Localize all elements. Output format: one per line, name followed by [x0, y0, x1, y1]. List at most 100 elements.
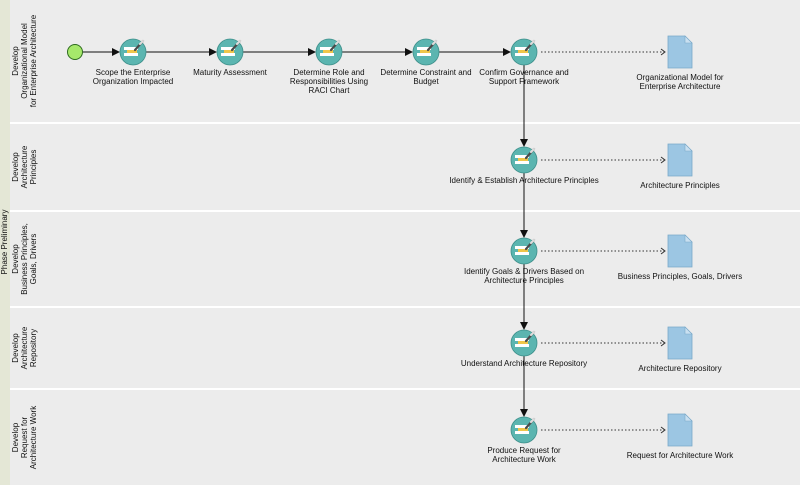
document-fold [684, 413, 693, 422]
lane-label: DevelopOrganizational Modelfor Enterpris… [11, 14, 38, 107]
association-arrow-icon [660, 156, 666, 164]
task-highlight [518, 50, 528, 53]
document-d5[interactable]: Request for Architecture Work [627, 413, 735, 460]
document-fold [684, 326, 693, 335]
task-stripe [515, 161, 529, 164]
task-label-line: Understand Architecture Repository [461, 359, 587, 368]
document-d2[interactable]: Architecture Principles [640, 143, 720, 190]
pencil-tip [529, 147, 536, 154]
task-label-line: Organization Impacted [93, 77, 174, 86]
document-label: Architecture Principles [640, 181, 720, 190]
task-highlight [518, 249, 528, 252]
task-label-line: Maturity Assessment [193, 68, 268, 77]
task-t2[interactable]: Maturity Assessment [193, 38, 268, 77]
task-label-line: Determine Role and [293, 68, 364, 77]
task-label-line: Architecture Work [492, 455, 556, 464]
association-arrow-icon [660, 339, 666, 347]
lane-label-line: Develop [11, 333, 20, 363]
document-icon [667, 35, 693, 69]
task-highlight [127, 50, 137, 53]
lane-label-line: Architecture [20, 326, 29, 369]
document-page [667, 234, 693, 268]
lane-label-line: Principles [29, 150, 38, 185]
document-label: Business Principles, Goals, Drivers [618, 272, 742, 281]
pool-label: Phase Preliminary [0, 210, 9, 275]
document-d3[interactable]: Business Principles, Goals, Drivers [618, 234, 742, 281]
document-d4[interactable]: Architecture Repository [638, 326, 722, 373]
task-label: Identify & Establish Architecture Princi… [449, 176, 598, 185]
task-label-line: Produce Request for [487, 446, 561, 455]
task-stripe [515, 53, 529, 56]
task-stripe [515, 338, 529, 341]
task-label: Understand Architecture Repository [461, 359, 587, 368]
association-arrow-icon [660, 247, 666, 255]
lane-label-line: Request for [20, 416, 29, 458]
lane-label-line: Architecture [20, 145, 29, 188]
task-stripe [221, 53, 235, 56]
document-label-line: Business Principles, Goals, Drivers [618, 272, 742, 281]
document-label-line: Architecture Principles [640, 181, 720, 190]
task-stripe [515, 246, 529, 249]
task-highlight [323, 50, 333, 53]
document-label: Architecture Repository [638, 364, 721, 373]
pencil-tip [529, 39, 536, 46]
document-icon [667, 143, 693, 177]
pencil-icon [510, 329, 538, 357]
document-page [667, 35, 693, 69]
lane-label-line: Develop [11, 244, 20, 274]
task-stripe [515, 344, 529, 347]
pencil-tip [334, 39, 341, 46]
lane-label-line: Develop [11, 46, 20, 76]
task-stripe [515, 252, 529, 255]
pencil-tip [138, 39, 145, 46]
task-stripe [417, 53, 431, 56]
task-label-line: Support Framework [489, 77, 560, 86]
lane-label: DevelopArchitectureRepository [11, 326, 38, 369]
task-stripe [515, 431, 529, 434]
document-icon [667, 326, 693, 360]
start-event-icon [67, 44, 83, 60]
document-page [667, 326, 693, 360]
task-label-line: Architecture Principles [484, 276, 564, 285]
task-t6[interactable]: Identify & Establish Architecture Princi… [449, 146, 599, 185]
pool-band [0, 0, 10, 485]
lane-label-line: Develop [11, 422, 20, 452]
pencil-icon [510, 416, 538, 444]
task-t8[interactable]: Understand Architecture Repository [461, 329, 587, 368]
task-label-line: Confirm Governance and [479, 68, 568, 77]
document-label-line: Enterprise Architecture [640, 82, 721, 91]
document-fold [684, 143, 693, 152]
pool: Phase Preliminary [0, 0, 10, 485]
document-fold [684, 234, 693, 243]
document-icon [667, 413, 693, 447]
document-fold [684, 35, 693, 44]
association-arrow-icon [660, 426, 666, 434]
task-stripe [320, 53, 334, 56]
start-event[interactable] [67, 44, 83, 60]
task-label-line: Scope the Enterprise [96, 68, 171, 77]
task-highlight [518, 158, 528, 161]
task-stripe [221, 47, 235, 50]
lane-label-line: for Enterprise Architecture [29, 14, 38, 107]
lane-label-line: Organizational Model [20, 23, 29, 99]
task-label-line: Determine Constraint and [380, 68, 471, 77]
task-stripe [320, 47, 334, 50]
task-highlight [518, 428, 528, 431]
task-label-line: Identify & Establish Architecture Princi… [449, 176, 598, 185]
task-stripe [417, 47, 431, 50]
pencil-icon [216, 38, 244, 66]
lane-label-line: Goals, Drivers [29, 234, 38, 285]
